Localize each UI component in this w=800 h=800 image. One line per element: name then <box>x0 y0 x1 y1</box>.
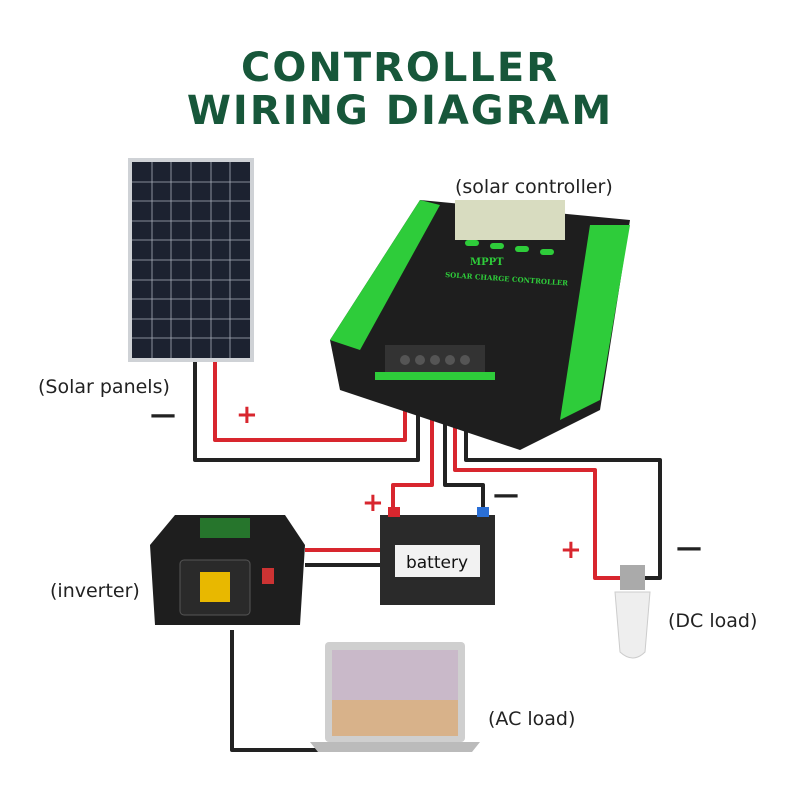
battery-plus-sign: + <box>362 488 384 518</box>
battery-minus-sign: — <box>493 480 519 510</box>
inverter <box>150 515 305 625</box>
label-ac-load: (AC load) <box>488 708 576 730</box>
title-line-2: WIRING DIAGRAM <box>186 88 614 134</box>
dc-load-bulb <box>614 565 651 659</box>
label-solar-panels: (Solar panels) <box>38 376 170 398</box>
load-plus-sign: + <box>560 535 582 565</box>
solar-controller: MPPT SOLAR CHARGE CONTROLLER <box>330 200 630 450</box>
label-solar-controller: (solar controller) <box>455 176 613 198</box>
load-negative-wire <box>464 392 662 580</box>
battery-positive-wire <box>391 392 434 515</box>
battery-negative-wire <box>443 392 485 515</box>
panel-positive-wire <box>213 362 407 442</box>
battery: battery <box>380 507 495 605</box>
label-inverter: (inverter) <box>50 580 140 602</box>
title-line-1: CONTROLLER <box>240 45 560 91</box>
ac-load-wire <box>230 630 320 752</box>
solar-panel <box>128 158 254 362</box>
panel-plus-sign: + <box>236 400 258 430</box>
panel-minus-sign: — <box>150 400 176 430</box>
battery-label: battery <box>406 553 468 573</box>
controller-brand: MPPT <box>470 257 504 268</box>
load-positive-wire <box>453 392 620 580</box>
ac-load-laptop <box>310 642 480 752</box>
panel-negative-wire <box>193 362 420 462</box>
load-minus-sign: — <box>676 533 702 563</box>
label-dc-load: (DC load) <box>668 610 758 632</box>
